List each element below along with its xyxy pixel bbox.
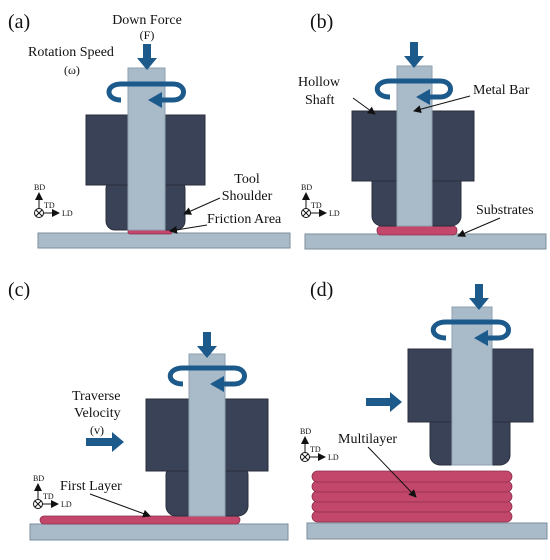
panel-c-label: (c)	[8, 279, 30, 301]
panel-c-bd-label: BD	[33, 474, 44, 483]
panel-b-shaft-label: Shaft	[305, 93, 335, 108]
panel-a-substrate	[37, 232, 291, 249]
panel-b-metal-bar-label: Metal Bar	[473, 83, 530, 98]
panel-d: (d) Multilayer BD TD LD	[300, 279, 548, 540]
panel-d-ld-label: LD	[328, 453, 339, 462]
panel-d-multilayer-stack	[311, 470, 513, 523]
panel-d-traverse-arrow	[366, 392, 402, 412]
panel-a-label: (a)	[8, 11, 30, 33]
panel-d-label: (d)	[310, 279, 333, 301]
panel-c-shaft	[188, 353, 226, 517]
panel-b-hollow-label: Hollow	[298, 75, 341, 90]
panel-c-substrate	[29, 523, 289, 541]
panel-c-td-label: TD	[43, 492, 54, 501]
panel-d-multilayer-label: Multilayer	[338, 432, 397, 447]
panel-b-rotation-arrowhead	[416, 89, 430, 105]
panel-b-substrates-label: Substrates	[476, 203, 534, 218]
panel-d-substrate	[306, 522, 548, 540]
panel-b-substrate	[304, 233, 547, 250]
panel-c-traverse-label: Traverse	[72, 389, 120, 404]
panel-c-rotation-arrow	[167, 365, 247, 387]
panel-b-td-label: TD	[311, 201, 322, 210]
panel-a-shoulder-leader	[183, 197, 221, 215]
panel-b-shaft	[396, 65, 433, 227]
panel-d-td-label: TD	[310, 445, 321, 454]
panel-a-force-symbol: (F)	[140, 28, 155, 42]
panel-a-down-force-label: Down Force	[112, 13, 182, 28]
panel-a-down-force-arrow	[137, 44, 157, 70]
panel-d-layer-1	[311, 510, 513, 523]
panel-b-ld-label: LD	[329, 209, 340, 218]
panel-a-rotation-speed-label: Rotation Speed	[28, 45, 114, 60]
panel-c-down-force-arrow	[197, 332, 217, 358]
panel-d-rotation-arrowhead	[474, 330, 488, 346]
panel-b-down-force-arrow	[404, 42, 424, 68]
panel-b-deposit	[376, 225, 458, 236]
panel-c-first-layer-label: First Layer	[60, 479, 122, 494]
panel-b-bd-label: BD	[301, 183, 312, 192]
panel-b-label: (b)	[310, 11, 333, 33]
panel-a-axis-legend: BD TD LD	[34, 183, 73, 218]
panel-d-layer-4	[311, 480, 513, 493]
panel-b-substrates-leader	[457, 217, 501, 237]
panel-a-friction-leader	[169, 224, 208, 234]
panel-b-rotation-arrow	[374, 78, 453, 100]
panel-a-shaft	[127, 67, 166, 231]
panel-a: (a) Down Force (F) Rotation Speed (ω) To…	[8, 11, 291, 249]
panel-a-friction-area-label: Friction Area	[207, 212, 282, 227]
panel-a-ld-label: LD	[62, 209, 73, 218]
panel-d-axis-legend: BD TD LD	[300, 427, 339, 462]
panel-c-axis-legend: BD TD LD	[33, 474, 72, 509]
panel-d-rotation-arrow	[430, 319, 511, 341]
panel-b-axis-legend: BD TD LD	[301, 183, 340, 218]
panel-c-velocity-label: Velocity	[74, 406, 121, 421]
panel-b-hollow-shaft-leader	[352, 97, 376, 115]
panel-a-tool-label: Tool	[234, 172, 260, 187]
panel-d-layer-2	[311, 500, 513, 513]
panel-a-bd-label: BD	[34, 183, 45, 192]
panel-d-multilayer-leader	[367, 446, 417, 498]
panel-b: (b) Hollow Shaft Metal Bar Substrates BD…	[298, 11, 547, 250]
panel-d-shaft	[451, 306, 493, 466]
panel-c-ld-label: LD	[61, 500, 72, 509]
panel-c-first-layer-deposit	[39, 515, 241, 525]
panel-c-first-layer-leader	[89, 493, 151, 518]
panel-d-layer-5	[311, 470, 513, 483]
panel-c: (c) Traverse Velocity (v) First Layer BD…	[8, 279, 289, 541]
panel-a-omega-symbol: (ω)	[64, 63, 80, 77]
panel-c-rotation-arrowhead	[210, 376, 224, 392]
panel-c-traverse-arrow	[86, 432, 124, 452]
panel-a-shoulder-label: Shoulder	[222, 189, 273, 204]
panel-d-down-force-arrow	[469, 284, 489, 310]
panel-a-rotation-arrow	[106, 81, 186, 103]
panel-d-bd-label: BD	[300, 427, 311, 436]
panel-a-rotation-arrowhead	[148, 92, 162, 108]
panel-a-td-label: TD	[44, 201, 55, 210]
panel-b-metal-bar-leader	[413, 95, 471, 114]
panel-c-velocity-symbol: (v)	[90, 423, 104, 437]
